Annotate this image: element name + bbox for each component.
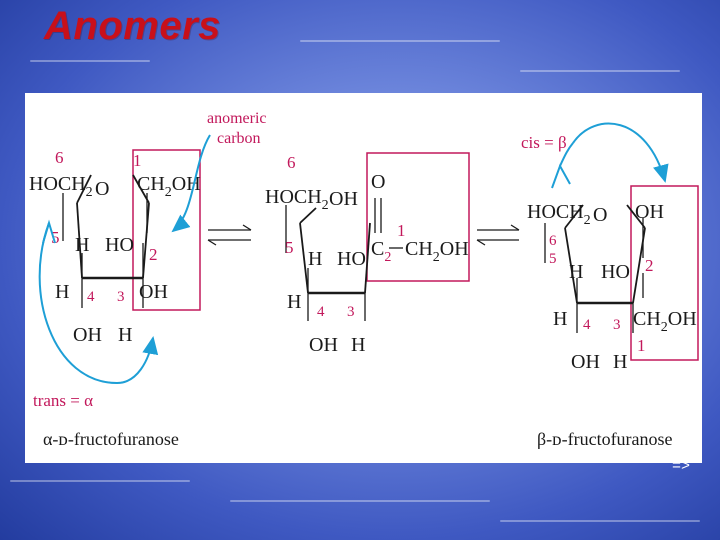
- trans-arrow-head: [42, 219, 56, 244]
- alpha-ring-oxygen: O: [95, 178, 109, 200]
- open-c2-carbon: C2: [371, 238, 391, 265]
- beta-c6-number: 6: [549, 233, 557, 249]
- beta-ch2oh-group: CH2OH: [633, 308, 697, 335]
- open-oh-bottom: OH: [309, 334, 338, 356]
- alpha-oh-anomeric: OH: [139, 281, 168, 303]
- beta-c3-number: 3: [613, 317, 621, 333]
- slide-title: Anomers: [44, 4, 221, 48]
- alpha-hoch2-group: HOCH2: [29, 173, 93, 200]
- beta-h-bottom: H: [613, 351, 627, 373]
- open-c4-number: 4: [317, 304, 325, 320]
- background-streak: [230, 500, 490, 502]
- open-h5-atom: H: [308, 248, 322, 270]
- beta-hoch2-group: HOCH2: [527, 201, 591, 228]
- trans-arrow: [38, 222, 159, 385]
- anomeric-label: anomeric: [207, 110, 267, 127]
- alpha-fructofuranose-structure: 6 HOCH2 O 1 CH2OH 5 H HO 2 H 4 3 OH OH H: [29, 148, 201, 346]
- beta-h-left-atom: H: [553, 308, 567, 330]
- anomeric-carbon-highlight-box-beta: [630, 185, 699, 361]
- carbon-label: carbon: [217, 130, 261, 147]
- open-c1-number: 1: [397, 221, 406, 240]
- open-ch2oh-group: CH2OH: [405, 238, 469, 265]
- alpha-oh-bottom: OH: [73, 324, 102, 346]
- beta-c4-number: 4: [583, 317, 591, 333]
- open-c3-number: 3: [347, 304, 355, 320]
- alpha-c3-number: 3: [117, 289, 125, 305]
- anomeric-carbon-arrow: [171, 134, 211, 233]
- open-carbonyl-oxygen: O: [371, 171, 385, 193]
- background-streak: [300, 40, 500, 42]
- open-c5-number: 5: [285, 238, 294, 257]
- alpha-ho-group: HO: [105, 234, 134, 256]
- fructofuranose-anomers-diagram: 6 HOCH2 O 1 CH2OH 5 H HO 2 H 4 3 OH OH H…: [25, 93, 702, 463]
- cis-arrow: [572, 122, 669, 183]
- alpha-c6-number: 6: [55, 148, 64, 167]
- background-streak: [30, 60, 150, 62]
- alpha-c5-number: 5: [51, 228, 60, 247]
- anomeric-carbon-highlight-box: [132, 149, 201, 311]
- background-streak: [520, 70, 680, 72]
- alpha-fructofuranose-label: α-ᴅ-fructofuranose: [43, 429, 179, 449]
- alpha-c2-number: 2: [149, 245, 158, 264]
- beta-ho-group: HO: [601, 261, 630, 283]
- beta-oh-bottom: OH: [571, 351, 600, 373]
- open-h-left-atom: H: [287, 291, 301, 313]
- beta-oh-anomeric: OH: [635, 201, 664, 223]
- open-h-bottom: H: [351, 334, 365, 356]
- beta-h5-atom: H: [569, 261, 583, 283]
- alpha-c4-number: 4: [87, 289, 95, 305]
- beta-fructofuranose-label: β-ᴅ-fructofuranose: [537, 429, 673, 449]
- open-c6-number: 6: [287, 153, 296, 172]
- beta-fructofuranose-structure: HOCH2 O OH 6 5 H HO 2 H 4 3 CH2OH 1 OH H: [527, 185, 699, 373]
- beta-c1-number: 1: [637, 336, 646, 355]
- open-ho-group: HO: [337, 248, 366, 270]
- open-oh-top: OH: [329, 188, 358, 210]
- open-chain-fructose-structure: 6 HOCH2 OH O 1 C2 CH2OH 5 H HO H 4 3 OH …: [265, 152, 470, 356]
- beta-ring-oxygen: O: [593, 204, 607, 226]
- alpha-c1-number: 1: [133, 151, 142, 170]
- background-streak: [500, 520, 700, 522]
- keto-group-highlight-box: [366, 152, 470, 282]
- equilibrium-arrows-left: [207, 224, 252, 246]
- alpha-h5-atom: H: [75, 234, 89, 256]
- cis-beta-label: cis = β: [521, 133, 567, 152]
- alpha-h-bottom: H: [118, 324, 132, 346]
- cis-arrow-head-left: [551, 163, 571, 189]
- next-slide-link[interactable]: =>: [672, 458, 691, 475]
- equilibrium-arrows-right: [476, 224, 520, 246]
- beta-c2-number: 2: [645, 256, 654, 275]
- beta-c5-number: 5: [549, 251, 557, 267]
- open-hoch2-group: HOCH2: [265, 186, 329, 213]
- background-streak: [10, 480, 190, 482]
- trans-alpha-label: trans = α: [33, 391, 93, 410]
- alpha-h-left-atom: H: [55, 281, 69, 303]
